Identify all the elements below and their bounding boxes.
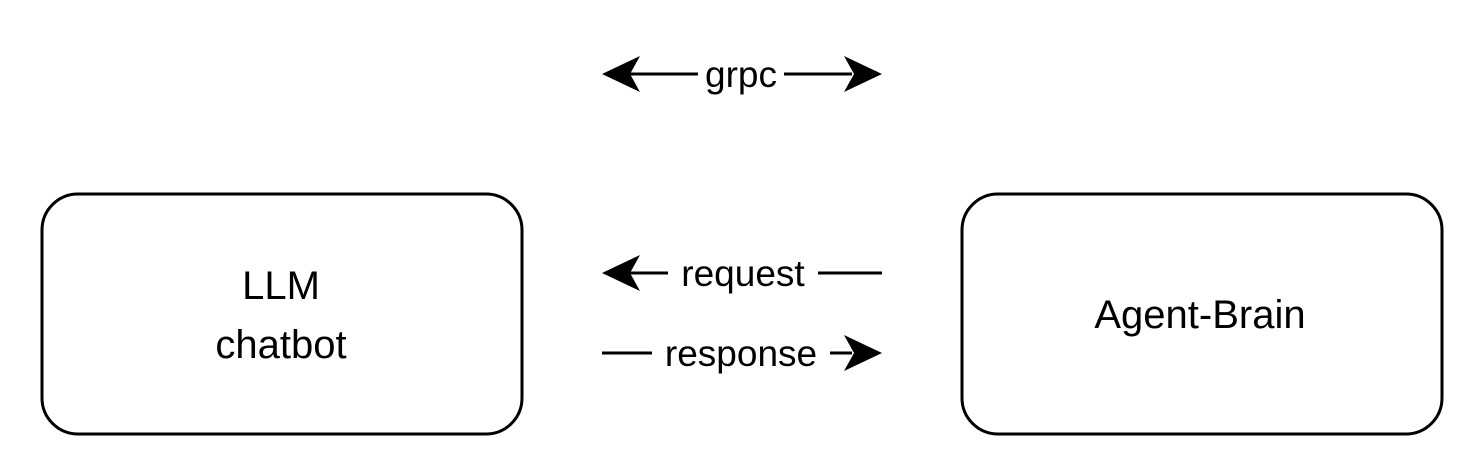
node-agent-brain[interactable]: Agent-Brain — [960, 192, 1444, 436]
node-agent-brain-label: Agent-Brain — [1094, 293, 1305, 337]
edge-response-label: response — [665, 333, 817, 374]
node-llm-chatbot-box — [40, 192, 524, 436]
edge-grpc[interactable]: grpc — [602, 54, 882, 95]
arrowhead-right-icon — [844, 56, 882, 92]
edge-response[interactable]: response — [602, 333, 882, 374]
arrowhead-left-icon — [602, 56, 640, 92]
arrowhead-right-icon — [844, 335, 882, 371]
node-llm-chatbot-label-line2: chatbot — [215, 323, 346, 367]
node-llm-chatbot-label-line1: LLM — [242, 264, 320, 308]
arrowhead-left-icon — [602, 255, 640, 291]
edge-request[interactable]: request — [602, 253, 882, 294]
node-agent-brain-box — [960, 192, 1444, 436]
node-llm-chatbot[interactable]: LLM chatbot — [40, 192, 524, 436]
edge-request-label: request — [681, 253, 805, 294]
edge-grpc-label: grpc — [705, 54, 777, 95]
